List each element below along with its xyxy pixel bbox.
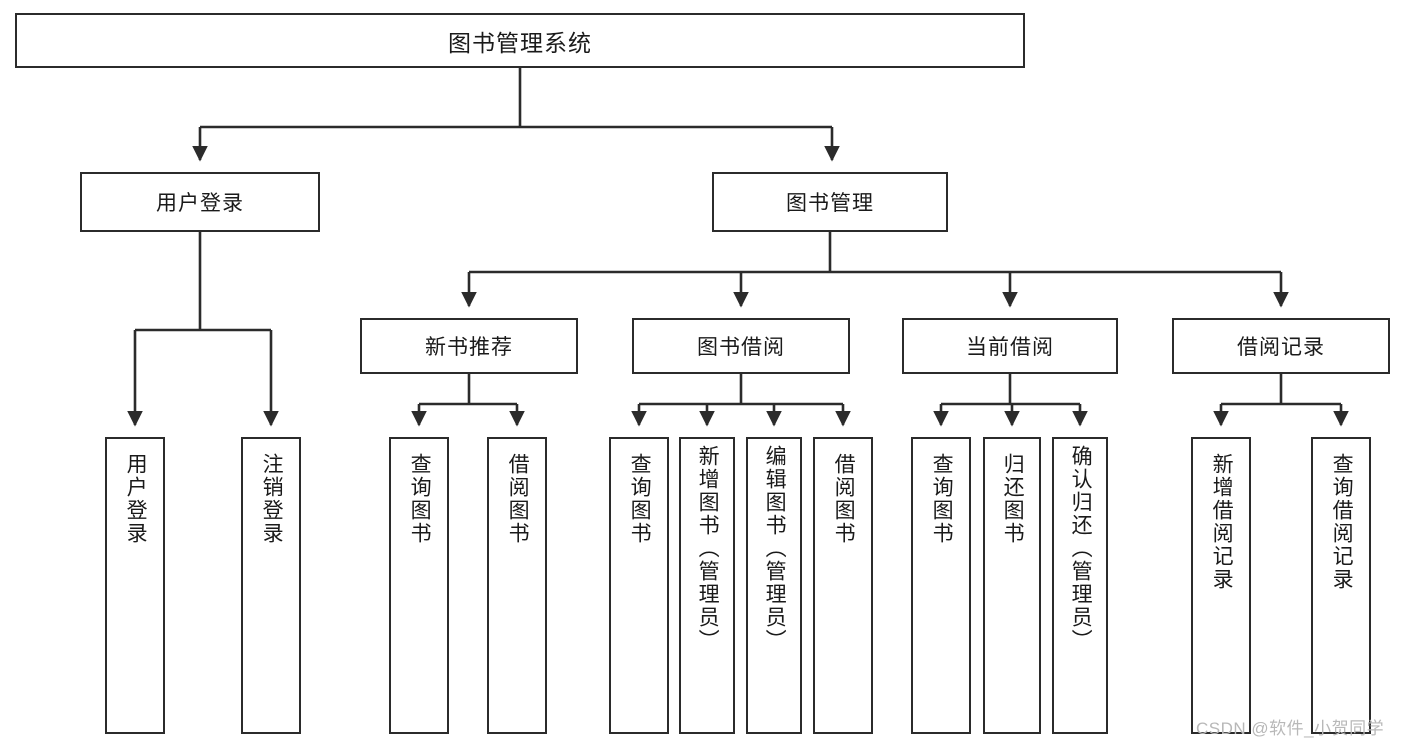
leaf-borrow-book-2[interactable]: 借阅图书 (813, 437, 873, 734)
leaf-add-record-label: 新增借阅记录 (1210, 453, 1234, 591)
node-current-borrow[interactable]: 当前借阅 (902, 318, 1118, 374)
leaf-query-book-1-label: 查询图书 (408, 453, 432, 545)
leaf-confirm-return-label: 确认归还（管理员） (1069, 445, 1093, 652)
leaf-user-login[interactable]: 用户登录 (105, 437, 165, 734)
watermark-text: CSDN @软件_小贺同学 (1196, 719, 1385, 738)
leaf-logout[interactable]: 注销登录 (241, 437, 301, 734)
leaf-edit-book[interactable]: 编辑图书（管理员） (746, 437, 802, 734)
leaf-confirm-return[interactable]: 确认归还（管理员） (1052, 437, 1108, 734)
leaf-query-book-2[interactable]: 查询图书 (609, 437, 669, 734)
leaf-return-book[interactable]: 归还图书 (983, 437, 1041, 734)
leaf-add-book-label: 新增图书（管理员） (696, 445, 720, 652)
node-root[interactable]: 图书管理系统 (15, 13, 1025, 68)
leaf-logout-label: 注销登录 (260, 453, 284, 545)
node-book-borrow[interactable]: 图书借阅 (632, 318, 850, 374)
leaf-edit-book-label: 编辑图书（管理员） (763, 445, 787, 652)
node-new-book-rec[interactable]: 新书推荐 (360, 318, 578, 374)
leaf-borrow-book-1-label: 借阅图书 (506, 453, 530, 545)
node-current-borrow-label: 当前借阅 (966, 336, 1054, 359)
leaf-return-book-label: 归还图书 (1001, 453, 1025, 545)
leaf-query-book-3[interactable]: 查询图书 (911, 437, 971, 734)
node-book-manage[interactable]: 图书管理 (712, 172, 948, 232)
leaf-borrow-book-2-label: 借阅图书 (832, 453, 856, 545)
leaf-query-record[interactable]: 查询借阅记录 (1311, 437, 1371, 734)
node-book-manage-label: 图书管理 (786, 192, 874, 215)
node-root-label: 图书管理系统 (448, 29, 592, 56)
node-borrow-record[interactable]: 借阅记录 (1172, 318, 1390, 374)
leaf-query-book-1[interactable]: 查询图书 (389, 437, 449, 734)
leaf-add-book[interactable]: 新增图书（管理员） (679, 437, 735, 734)
node-user-login[interactable]: 用户登录 (80, 172, 320, 232)
leaf-user-login-label: 用户登录 (124, 453, 148, 545)
node-book-borrow-label: 图书借阅 (697, 336, 785, 359)
leaf-query-book-3-label: 查询图书 (930, 453, 954, 545)
leaf-borrow-book-1[interactable]: 借阅图书 (487, 437, 547, 734)
leaf-query-record-label: 查询借阅记录 (1330, 453, 1354, 591)
leaf-query-book-2-label: 查询图书 (628, 453, 652, 545)
node-new-book-rec-label: 新书推荐 (425, 336, 513, 359)
node-user-login-label: 用户登录 (156, 192, 244, 215)
node-borrow-record-label: 借阅记录 (1237, 336, 1325, 359)
leaf-add-record[interactable]: 新增借阅记录 (1191, 437, 1251, 734)
